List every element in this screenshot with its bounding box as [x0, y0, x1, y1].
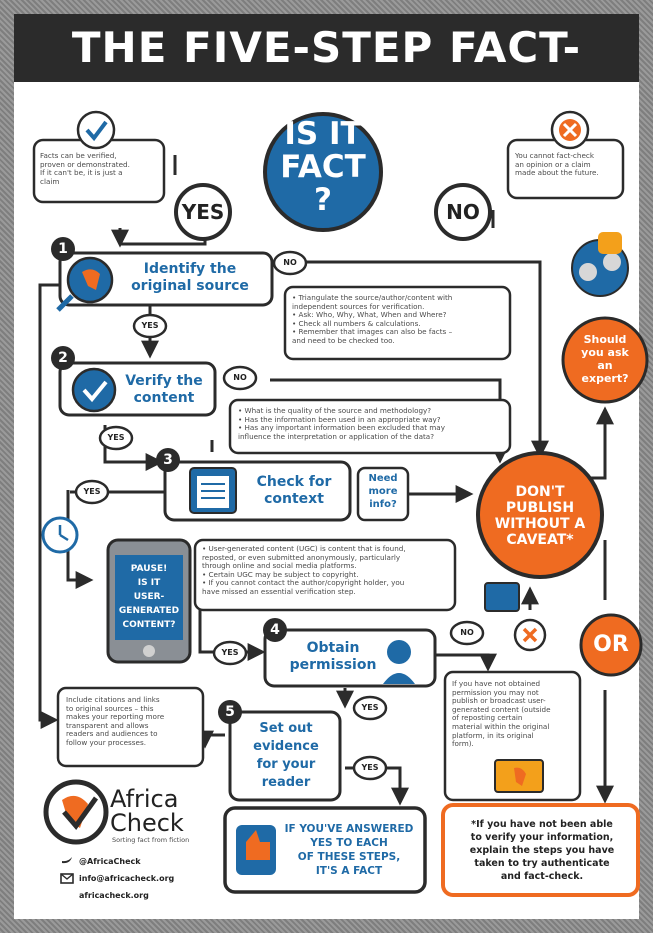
- pause-text: PAUSE! IS IT USER- GENERATED CONTENT?: [118, 564, 180, 630]
- yes-badge-label: YES: [107, 433, 125, 442]
- permission-note: If you have not obtained permission you …: [452, 679, 551, 749]
- step-5-title[interactable]: Set out evidence for your reader: [253, 721, 319, 790]
- ugc-note: • User-generated content (UGC) is conten…: [202, 544, 406, 596]
- no-circle: [434, 183, 492, 241]
- title-bar: [14, 14, 639, 82]
- no-label[interactable]: NO: [446, 200, 480, 224]
- yes-badge-label: YES: [141, 321, 159, 330]
- facts-note: Facts can be verified, proven or demonst…: [40, 151, 130, 186]
- yes-badge: [74, 479, 110, 505]
- step-2-number: 2: [58, 350, 68, 366]
- step-4-number: 4: [270, 622, 280, 638]
- no-badge-label: NO: [283, 258, 297, 267]
- yes-badge-label: YES: [361, 703, 379, 712]
- dont-publish-circle: [476, 451, 604, 579]
- yes-circle: [174, 183, 232, 241]
- website-link[interactable]: africacheck.org: [79, 891, 149, 900]
- brand-name-africa: Africa: [110, 785, 179, 813]
- dont-publish-text: DON'T PUBLISH WITHOUT A CAVEAT*: [494, 484, 586, 548]
- twitter-icon: [62, 857, 72, 864]
- fact-box-text: IF YOU'VE ANSWERED YES TO EACH OF THESE …: [284, 823, 414, 877]
- or-circle: [579, 613, 643, 677]
- step-5-box: [228, 710, 342, 802]
- no-badge: [449, 620, 485, 646]
- brand-tagline: Sorting fact from fiction: [112, 836, 190, 844]
- context-note-box: [228, 398, 512, 455]
- check-icon: [76, 110, 116, 150]
- step-4-title[interactable]: Obtain permission: [289, 640, 377, 673]
- step-5-number: 5: [225, 704, 235, 720]
- step-1-title[interactable]: Identify the original source: [131, 261, 249, 294]
- permission-note-box: [443, 670, 582, 802]
- yes-badge: [132, 313, 168, 339]
- is-it-fact-circle: [263, 112, 383, 232]
- citations-note-box: [56, 686, 205, 768]
- twitter-handle[interactable]: @AfricaCheck: [79, 857, 141, 866]
- brand-name-check: Check: [110, 809, 184, 837]
- no-badge: [222, 365, 258, 391]
- step-4-number-badge: [263, 618, 287, 642]
- folder-icon: [484, 582, 520, 612]
- step-3-number-badge: [156, 448, 180, 472]
- verify-note: • Triangulate the source/author/content …: [292, 293, 453, 345]
- yes-badge-label: YES: [83, 487, 101, 496]
- no-badge-label: NO: [233, 373, 247, 382]
- caveat-box: [441, 803, 640, 897]
- email-link[interactable]: info@africacheck.org: [79, 874, 175, 883]
- no-badge-label: NO: [460, 628, 474, 637]
- expert-question[interactable]: Should you ask an expert?: [581, 333, 629, 385]
- yes-badge: [98, 425, 134, 451]
- step-1-box: [58, 251, 274, 307]
- center-question: IS IT FACT ?: [280, 116, 366, 218]
- yes-badge-label: YES: [221, 648, 239, 657]
- yes-label[interactable]: YES: [181, 200, 225, 224]
- yes-badge-label: YES: [361, 763, 379, 772]
- no-badge: [272, 250, 308, 276]
- step-1-number: 1: [58, 241, 68, 257]
- caveat-text: *If you have not been able to verify you…: [469, 819, 615, 882]
- opinion-note: You cannot fact-check an opinion or a cl…: [515, 151, 599, 178]
- need-more-info[interactable]: Need more info?: [368, 473, 398, 510]
- yes-badge: [352, 695, 388, 721]
- step-1-number-badge: [51, 237, 75, 261]
- need-more-info-box: [356, 466, 410, 522]
- step-5-number-badge: [218, 700, 242, 724]
- or-label: OR: [593, 632, 629, 657]
- step-2-number-badge: [51, 346, 75, 370]
- ugc-note-box: [193, 538, 457, 612]
- step-3-number: 3: [163, 452, 173, 468]
- email-icon: [60, 873, 74, 884]
- yes-badge: [352, 755, 388, 781]
- step-2-title[interactable]: Verify the content: [125, 373, 203, 406]
- expert-circle: [561, 316, 649, 404]
- verify-check-icon: [71, 367, 117, 413]
- context-note: • What is the quality of the source and …: [238, 406, 445, 441]
- person-question-icon: [387, 640, 411, 664]
- yes-badge: [212, 640, 248, 666]
- verify-note-box: [283, 285, 512, 361]
- step-3-title[interactable]: Check for context: [256, 474, 332, 507]
- citations-note: Include citations and links to original …: [66, 695, 165, 747]
